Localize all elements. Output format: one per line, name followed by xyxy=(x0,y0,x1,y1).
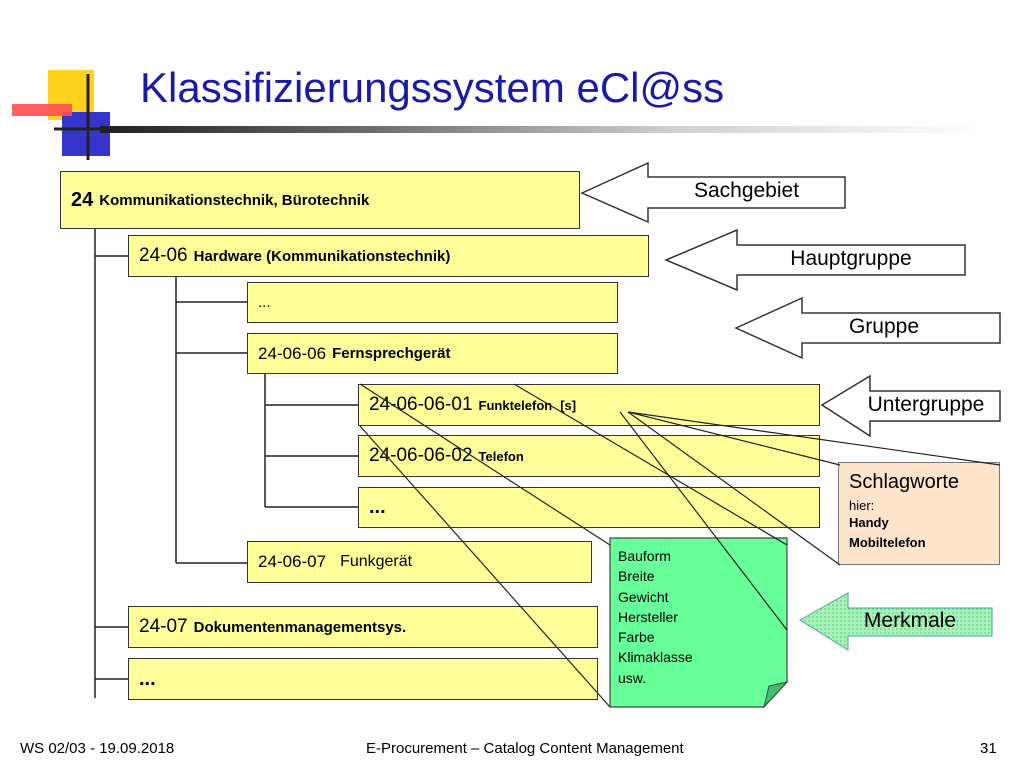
hauptgruppe-box-24-07: 24-07 Dokumentenmanagementsys. xyxy=(128,606,598,648)
merkmal-item: Farbe xyxy=(618,629,655,646)
page-title: Klassifizierungssystem eCl@ss xyxy=(140,64,725,111)
untergruppe-name: Funktelefon xyxy=(478,397,553,413)
schlagworte-title: Schlagworte xyxy=(849,471,960,493)
gruppe-label: Gruppe xyxy=(848,315,920,338)
schlagworte-hier: hier: xyxy=(849,498,875,513)
merkmal-item: Bauform xyxy=(618,548,671,564)
footer-page-number: 31 xyxy=(980,740,997,757)
untergruppe-flag: [s] xyxy=(560,397,577,413)
sachgebiet-label: Sachgebiet xyxy=(693,179,800,202)
hauptgruppe-code: 24-06 xyxy=(139,245,188,266)
schlagwort-item: Mobiltelefon xyxy=(849,535,926,550)
hauptgruppe-dots-box: ... xyxy=(128,658,598,700)
notecard-fold xyxy=(763,681,789,709)
untergruppe-label: Untergruppe xyxy=(867,393,985,416)
untergruppe-box-telefon: 24-06-06-02 Telefon xyxy=(358,435,820,477)
merkmale-list: Bauform Breite Gewicht Hersteller Farbe … xyxy=(618,546,693,688)
gruppe-code: 24-06-06 xyxy=(258,343,327,363)
logo-red-bar xyxy=(12,104,72,116)
footer-date: WS 02/03 - 19.09.2018 xyxy=(20,740,175,757)
gruppe-dots-box: ... xyxy=(247,282,618,323)
merkmal-item: Klimaklasse xyxy=(618,649,693,666)
untergruppe-dots: ... xyxy=(369,496,386,518)
hauptgruppe-arrow xyxy=(664,228,966,292)
hauptgruppe-dots: ... xyxy=(139,667,156,690)
gruppe-code: 24-06-07 xyxy=(258,552,327,571)
untergruppe-box-funktelefon: 24-06-06-01 Funktelefon [s] xyxy=(358,384,820,426)
gruppe-name: Funkgerät xyxy=(340,553,413,570)
merkmale-arrow xyxy=(799,592,993,651)
gruppe-dots: ... xyxy=(258,294,271,311)
schlagworte-box: Schlagworte hier: Handy Mobiltelefon xyxy=(838,462,1000,565)
hauptgruppe-box-24-06: 24-06 Hardware (Kommunikationstechnik) xyxy=(128,235,649,277)
merkmal-item: usw. xyxy=(618,669,647,686)
hauptgruppe-label: Hauptgruppe xyxy=(790,247,912,270)
merkmal-item: Hersteller xyxy=(618,608,678,625)
untergruppe-code: 24-06-06-02 xyxy=(369,445,473,466)
logo-blue-square xyxy=(62,112,110,156)
sachgebiet-arrow xyxy=(580,161,846,224)
merkmal-item: Breite xyxy=(618,568,655,585)
gruppe-box-24-06-06: 24-06-06 Fernsprechgerät xyxy=(247,333,618,374)
sachgebiet-box: 24 Kommunikationstechnik, Bürotechnik xyxy=(60,171,580,229)
untergruppe-name: Telefon xyxy=(478,448,524,464)
untergruppe-code: 24-06-06-01 xyxy=(369,394,473,415)
schlagwort-item: Handy xyxy=(849,515,889,530)
sachgebiet-name: Kommunikationstechnik, Bürotechnik xyxy=(99,191,370,209)
gruppe-arrow xyxy=(734,296,1001,360)
footer-title: E-Procurement – Catalog Content Manageme… xyxy=(366,740,684,757)
hauptgruppe-name: Hardware (Kommunikationstechnik) xyxy=(193,247,451,265)
gruppe-name: Fernsprechgerät xyxy=(332,345,451,362)
untergruppe-dots-box: ... xyxy=(358,487,820,528)
merkmale-label: Merkmale xyxy=(863,609,957,632)
merkmal-item: Gewicht xyxy=(618,588,669,605)
sachgebiet-code: 24 xyxy=(71,188,94,211)
tree-connectors xyxy=(94,229,358,698)
gruppe-box-24-06-07: 24-06-07 Funkgerät xyxy=(247,541,592,583)
hauptgruppe-name: Dokumentenmanagementsys. xyxy=(193,618,407,636)
title-rule xyxy=(100,126,980,133)
hauptgruppe-code: 24-07 xyxy=(139,616,188,637)
